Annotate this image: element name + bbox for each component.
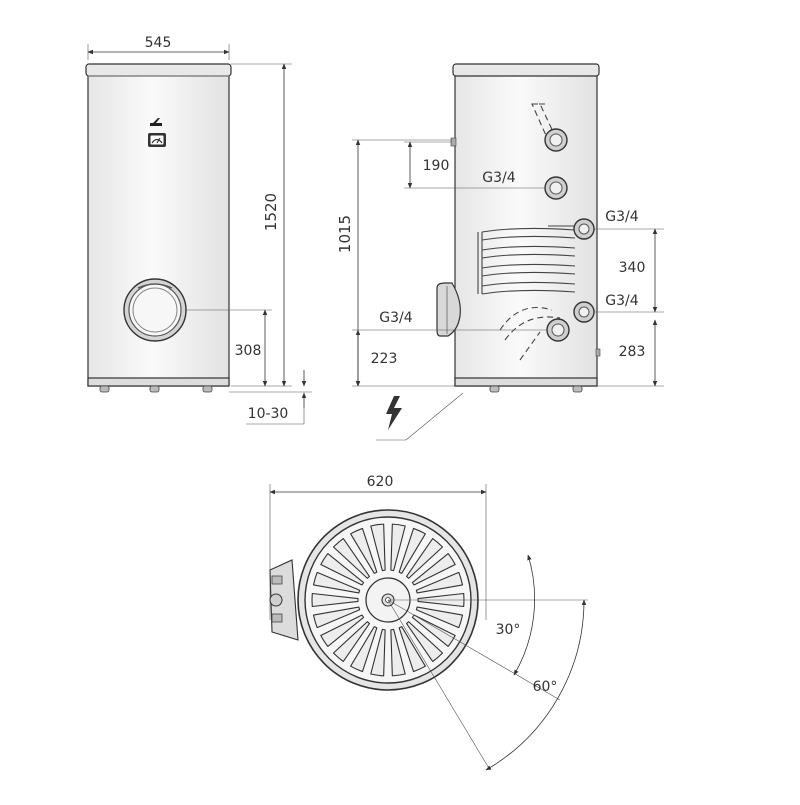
lid-rib — [370, 523, 386, 572]
side-inlet-height-label: 1015 — [336, 215, 354, 253]
port-coil-top-label: G3/4 — [605, 209, 638, 225]
thermometer-gauge-icon — [148, 133, 166, 147]
front-flange-height-label: 308 — [235, 343, 262, 359]
front-feet — [99, 385, 213, 393]
angle-large-label: 60° — [533, 679, 558, 695]
angle-60-arc — [485, 599, 587, 771]
side-flange-cover — [436, 282, 461, 337]
lid-rib — [311, 592, 359, 608]
lid-rib — [390, 523, 406, 572]
top-diameter-label: 620 — [367, 474, 394, 490]
side-bottom-skirt — [454, 377, 598, 387]
lid-rib — [320, 614, 365, 647]
lid-rib — [350, 527, 378, 574]
side-view: 190 1015 223 G3/4 G3/4 340 283 G3/4 G3/4 — [336, 63, 664, 441]
hot-water-pipe-dashed — [531, 103, 557, 141]
front-flange — [123, 278, 187, 342]
top-view: 620 30° 60° — [269, 474, 588, 771]
side-top-cap — [452, 63, 600, 77]
lid-rib — [411, 553, 456, 586]
lid-rib — [312, 606, 361, 629]
front-top-cap — [85, 63, 232, 77]
port-upper-label: G3/4 — [482, 170, 515, 186]
lid-rib — [350, 626, 378, 673]
lid-rib — [332, 621, 370, 663]
side-bottom-height-label: 223 — [371, 351, 398, 367]
angle-small-label: 30° — [496, 622, 521, 638]
lightning-bolt-icon — [386, 396, 402, 430]
lid-rib — [406, 621, 444, 663]
lid-rib — [415, 606, 464, 629]
port-upper — [544, 128, 568, 152]
lid-rib — [390, 628, 406, 677]
top-lid-ribs — [311, 523, 465, 677]
lid-rib — [370, 628, 386, 677]
angle-30-arc — [513, 554, 535, 676]
lid-rib — [398, 527, 426, 574]
side-feet — [489, 385, 583, 393]
side-coil-bottom-label: 283 — [619, 344, 646, 360]
cold-water-pipe-dashed — [499, 306, 561, 361]
port-lower — [546, 318, 570, 342]
lid-rib — [415, 571, 464, 594]
front-width-label: 545 — [145, 35, 172, 51]
brand-logo-icon — [150, 118, 162, 126]
drain-fitting — [595, 348, 601, 357]
lid-rib — [411, 614, 456, 647]
front-bottom-skirt — [87, 377, 230, 387]
front-height-label: 1520 — [262, 193, 280, 231]
port-coil-bottom-label: G3/4 — [605, 293, 638, 309]
port-middle — [544, 176, 568, 200]
front-view: 545 1520 308 10-30 — [85, 35, 312, 425]
side-coil-spacing-label: 340 — [619, 260, 646, 276]
port-coil-bottom — [573, 301, 595, 323]
top-side-fittings — [269, 559, 299, 641]
port-lower-label: G3/4 — [379, 310, 412, 326]
side-offset-label: 190 — [423, 158, 450, 174]
front-feet-label: 10-30 — [248, 406, 289, 422]
lid-rib — [398, 626, 426, 673]
heating-coil — [477, 225, 578, 295]
lid-rib — [332, 537, 370, 579]
lid-rib — [320, 553, 365, 586]
lid-rib — [406, 537, 444, 579]
lid-rib — [312, 571, 361, 594]
port-coil-top — [573, 218, 595, 240]
